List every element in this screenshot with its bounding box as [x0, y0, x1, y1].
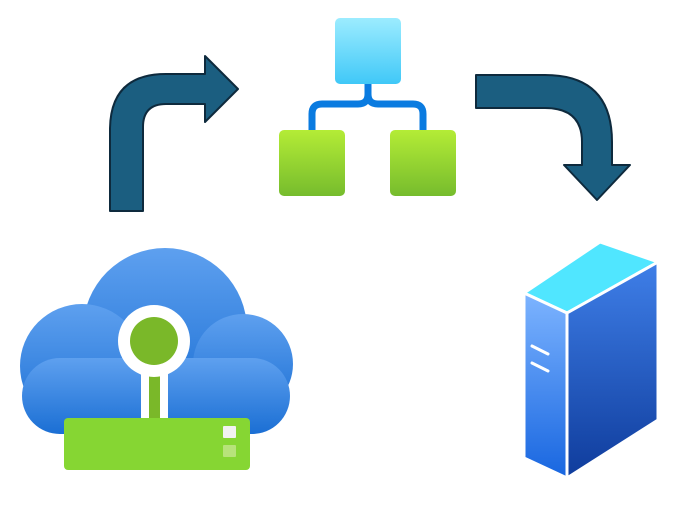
cloud-shape — [20, 248, 293, 434]
gateway-light-top — [223, 426, 236, 438]
server-icon — [522, 240, 660, 480]
server-slot-1 — [530, 344, 550, 356]
keyhole-icon — [118, 305, 190, 425]
hierarchy-child-node-right — [390, 130, 456, 196]
server-side-face — [565, 260, 660, 480]
hierarchy-connector — [308, 82, 427, 130]
cloud-gateway-icon — [20, 248, 293, 470]
hierarchy-child-node-left — [279, 130, 345, 196]
curved-arrow-down-icon — [475, 74, 631, 201]
hierarchy-icon — [279, 18, 456, 196]
server-front-face — [522, 291, 569, 480]
keyhole-core — [130, 317, 178, 365]
hierarchy-parent-node — [335, 18, 401, 84]
server-slot-2 — [530, 361, 550, 373]
gateway-base — [64, 418, 250, 470]
curved-arrow-right-icon — [109, 55, 239, 212]
gateway-light-bottom — [223, 445, 236, 457]
